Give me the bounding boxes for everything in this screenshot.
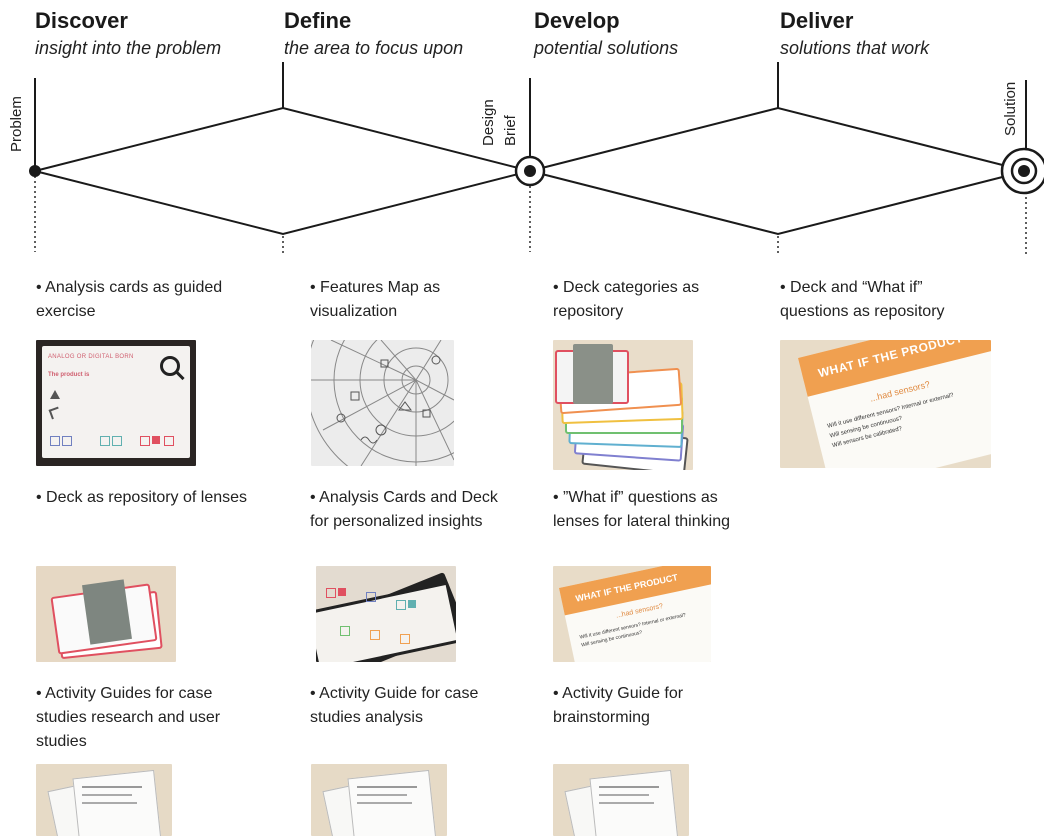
caption-develop-3: • Activity Guide for brainstorming: [553, 685, 684, 726]
design-label: Design: [480, 99, 497, 146]
caption-define-1: • Features Map as visualization: [310, 279, 441, 320]
phase-subtitle: insight into the problem: [35, 38, 222, 58]
card-band: [82, 579, 132, 645]
caption-develop-1: • Deck categories as repository: [553, 279, 700, 320]
caption-develop-2: • ”What if” questions as lenses for late…: [553, 489, 730, 530]
whatif-card: WHAT IF THE PRODUCT ...had sensors? Will…: [559, 566, 711, 662]
caption-discover-2: • Deck as repository of lenses: [36, 489, 248, 506]
analysis-card-title: ANALOG OR DIGITAL BORN: [48, 354, 134, 360]
phase-discover: Discover insight into the problem: [35, 6, 221, 60]
problem-node: [29, 165, 41, 177]
phase-define: Define the area to focus upon: [284, 6, 463, 60]
card-band: [573, 344, 613, 404]
caption-define-3: • Activity Guide for case studies analys…: [310, 685, 479, 726]
magnifier-icon: [160, 356, 180, 376]
discover-define-diamond: [34, 106, 531, 236]
analysis-card-photo: ANALOG OR DIGITAL BORN The product is: [36, 340, 196, 466]
magnifier-handle: [175, 370, 185, 381]
solution-label: Solution: [1002, 81, 1019, 136]
phase-title: Deliver: [780, 8, 854, 33]
design-brief-node: [514, 155, 546, 187]
solution-node: [1000, 147, 1044, 195]
double-diamond-diagram: [29, 62, 1044, 254]
activity-guide-photo: [553, 764, 689, 836]
phase-title: Discover: [35, 8, 128, 33]
deck-categories-photo: [553, 340, 693, 470]
problem-label: Problem: [8, 96, 25, 152]
activity-guide-photo: [36, 764, 172, 836]
whatif-subtitle: ...had sensors?: [615, 602, 664, 620]
analysis-card-subtitle: The product is: [48, 372, 90, 378]
features-map-photo: [311, 340, 454, 466]
develop-deliver-diamond: [529, 106, 1027, 236]
phase-title: Define: [284, 8, 352, 33]
caption-deliver-1: • Deck and “What if” questions as reposi…: [780, 279, 945, 320]
whatif-card: WHAT IF THE PRODUCT ...had sensors? Will…: [798, 340, 991, 468]
features-map: [311, 340, 454, 466]
triangle-icon: [50, 390, 60, 399]
phase-develop: Develop potential solutions: [534, 6, 678, 60]
caption-discover-1: • Analysis cards as guided exercise: [36, 279, 223, 320]
caption-discover-3: • Activity Guides for case studies resea…: [36, 685, 221, 750]
brief-label: Brief: [502, 115, 519, 146]
whatif-small-photo: WHAT IF THE PRODUCT ...had sensors? Will…: [553, 566, 711, 662]
phase-title: Develop: [534, 8, 620, 33]
caption-define-2: • Analysis Cards and Deck for personaliz…: [310, 489, 498, 530]
activity-guide-photo: [311, 764, 447, 836]
phase-subtitle: potential solutions: [534, 38, 679, 58]
phase-subtitle: the area to focus upon: [284, 38, 464, 58]
analysis-deck-photo: [316, 566, 456, 662]
card-checkboxes: [50, 436, 186, 450]
phase-deliver: Deliver solutions that work: [780, 6, 929, 60]
analysis-card: ANALOG OR DIGITAL BORN The product is: [42, 346, 190, 458]
deck-repository-photo: [36, 566, 176, 662]
cursor-icon: [48, 406, 62, 420]
whatif-card-photo: WHAT IF THE PRODUCT ...had sensors? Will…: [780, 340, 991, 468]
phase-subtitle: solutions that work: [780, 38, 930, 58]
card-checkboxes: [326, 588, 446, 610]
